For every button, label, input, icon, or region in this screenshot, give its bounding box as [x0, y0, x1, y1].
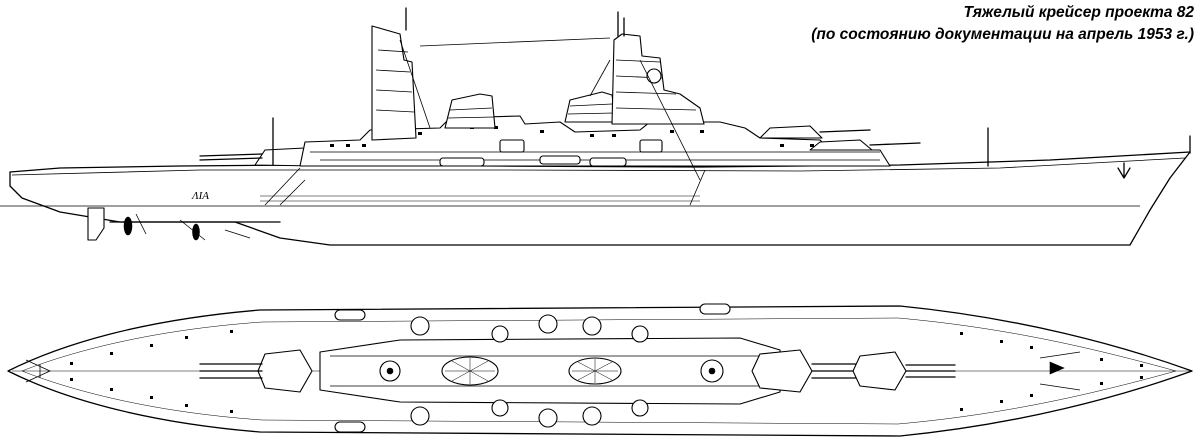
top-plan-view	[7, 303, 1193, 437]
plan-hull-outline	[7, 305, 1193, 437]
propeller-1	[123, 216, 133, 236]
forward-tower-mast	[589, 11, 705, 181]
main-mast-aft	[371, 7, 611, 141]
forward-turrets-side	[759, 125, 921, 151]
plan-superstructure	[319, 337, 781, 405]
bow-anchor-icon	[1049, 361, 1065, 375]
side-elevation-view: ΛΙΑ	[0, 7, 1191, 246]
propeller-2	[192, 223, 200, 241]
shaft-brackets	[135, 213, 251, 241]
caption-subtitle: (по состоянию документации на апрель 195…	[811, 26, 1194, 43]
deck-edge-line	[11, 157, 1186, 176]
aft-turret-plan	[199, 349, 313, 393]
plan-deck-edge	[21, 317, 1177, 425]
armor-belt	[260, 195, 700, 202]
secondary-turrets	[410, 314, 649, 428]
forward-turrets-plan	[751, 349, 956, 393]
structure-lines	[264, 167, 706, 206]
forward-funnel	[564, 91, 617, 123]
deck-fittings	[70, 330, 1143, 413]
stern-fitting	[25, 359, 51, 383]
hull-marking: ΛΙΑ	[191, 190, 209, 202]
anchor-icon	[1117, 162, 1131, 179]
drawing-caption: Тяжелый крейсер проекта 82 (по состоянию…	[811, 2, 1194, 46]
rudder	[87, 207, 105, 241]
anchor-chains	[1039, 351, 1081, 391]
aft-funnel	[444, 93, 496, 129]
caption-title: Тяжелый крейсер проекта 82	[963, 4, 1194, 21]
plan-boats	[334, 303, 731, 433]
